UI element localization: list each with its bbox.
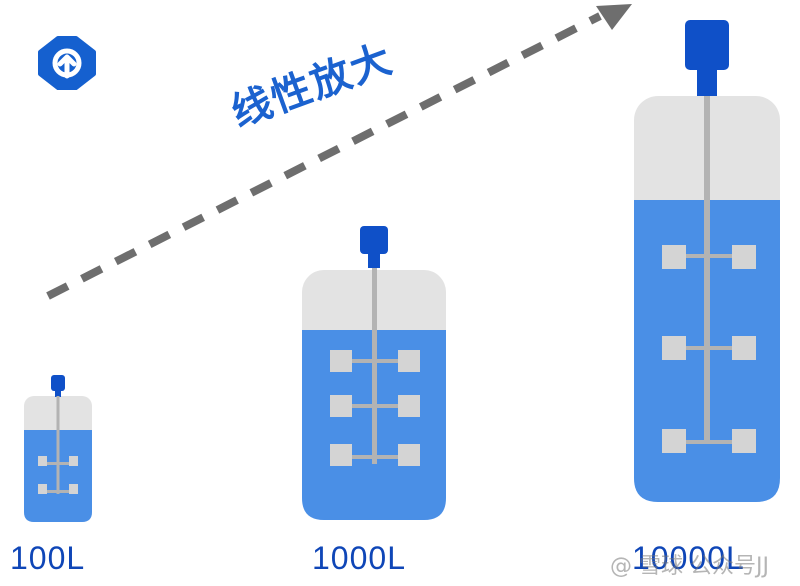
motor-cap <box>360 226 388 254</box>
vessel-label-1000l: 1000L <box>312 540 406 576</box>
vessel-1000l <box>302 226 446 520</box>
motor-cap <box>51 375 65 391</box>
vessel-10000l <box>634 20 780 502</box>
stirrer-shaft <box>372 268 377 464</box>
dashed-arrow-line <box>46 12 602 300</box>
watermark: @ 雪球 公众号JJ <box>610 554 769 579</box>
vessel-label-10000l: 10000L <box>632 540 745 576</box>
logo <box>38 36 96 90</box>
scale-up-arrow <box>46 4 632 300</box>
impeller <box>662 429 756 453</box>
vessel-100l <box>24 375 92 522</box>
motor-cap <box>685 20 729 70</box>
impeller <box>330 444 420 466</box>
stirrer-shaft <box>704 96 710 444</box>
impeller <box>330 395 420 417</box>
impeller <box>330 350 420 372</box>
motor-neck <box>697 68 717 96</box>
impeller <box>662 245 756 269</box>
upload-arrow-icon <box>52 48 82 79</box>
impeller <box>662 336 756 360</box>
stirrer-shaft <box>56 396 60 494</box>
arrow-head <box>596 4 632 30</box>
impeller <box>38 484 78 494</box>
motor-neck <box>368 252 380 268</box>
vessel-label-100l: 100L <box>10 540 86 576</box>
motor-neck <box>55 389 61 397</box>
impeller <box>38 456 78 466</box>
